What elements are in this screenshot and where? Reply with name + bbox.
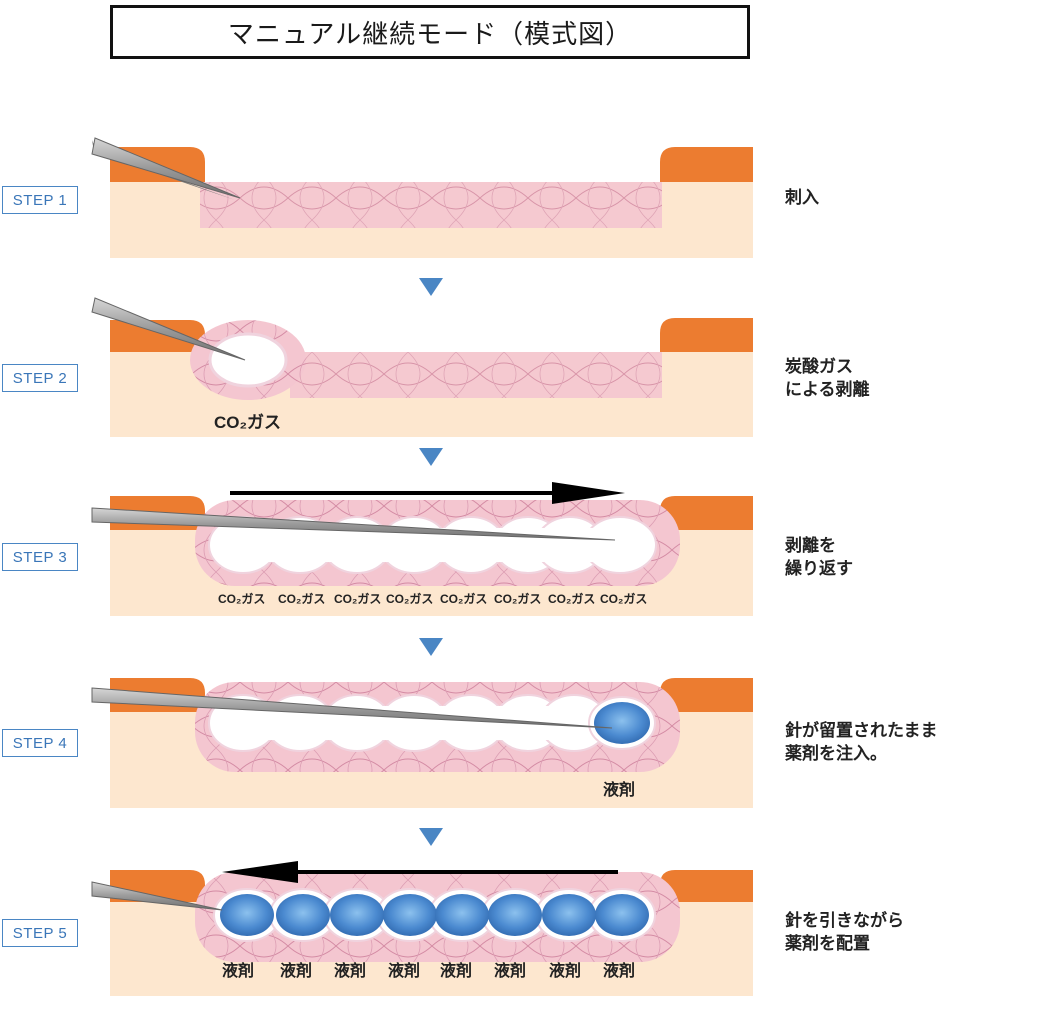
drug-label: 液剤	[549, 961, 581, 980]
step-2-label: STEP 2	[2, 364, 78, 392]
down-arrow-icon	[419, 638, 443, 656]
co2-gas-label: CO₂ガス	[548, 591, 595, 606]
drug-label: 液剤	[388, 961, 420, 980]
step-4-description: 針が留置されたまま薬剤を注入。	[785, 721, 938, 764]
co2-gas-label: CO₂ガス	[386, 591, 433, 606]
diagram-title: マニュアル継続モード（模式図）	[110, 5, 750, 59]
drug-label: 液剤	[440, 961, 472, 980]
step-3-illustration: CO₂ガス CO₂ガス CO₂ガス CO₂ガス CO₂ガス CO₂ガス CO₂ガ…	[91, 482, 753, 616]
co2-gas-label: CO₂ガス	[214, 413, 281, 432]
down-arrow-icon	[419, 828, 443, 846]
co2-gas-label: CO₂ガス	[334, 591, 381, 606]
co2-gas-label: CO₂ガス	[494, 591, 541, 606]
step-5-description: 針を引きながら薬剤を配置	[785, 911, 904, 954]
drug-label: 液剤	[334, 961, 366, 980]
step-2-illustration: CO₂ガス	[91, 297, 753, 437]
step-5-label: STEP 5	[2, 919, 78, 947]
step-3-label: STEP 3	[2, 543, 78, 571]
drug-label: 液剤	[603, 961, 635, 980]
drug-label: 液剤	[222, 961, 254, 980]
step-4-illustration: 液剤	[91, 678, 753, 808]
drug-label: 液剤	[494, 961, 526, 980]
drug-label: 液剤	[280, 961, 312, 980]
down-arrow-icon	[419, 448, 443, 466]
step-4-label: STEP 4	[2, 729, 78, 757]
step-3-description: 剥離を繰り返す	[785, 536, 853, 579]
co2-gas-label: CO₂ガス	[278, 591, 325, 606]
step-1-description: 刺入	[785, 188, 819, 208]
step-2-description: 炭酸ガスによる剥離	[785, 357, 870, 400]
co2-gas-label: CO₂ガス	[600, 591, 647, 606]
left-arrow-icon	[222, 861, 298, 883]
co2-gas-label: CO₂ガス	[218, 591, 265, 606]
step-1-illustration	[91, 137, 753, 258]
right-arrow-icon	[552, 482, 625, 504]
step-5-illustration: 液剤 液剤 液剤 液剤 液剤 液剤 液剤 液剤	[91, 861, 753, 996]
step-1-label: STEP 1	[2, 186, 78, 214]
drug-label: 液剤	[603, 780, 635, 799]
down-arrow-icon	[419, 278, 443, 296]
co2-gas-label: CO₂ガス	[440, 591, 487, 606]
